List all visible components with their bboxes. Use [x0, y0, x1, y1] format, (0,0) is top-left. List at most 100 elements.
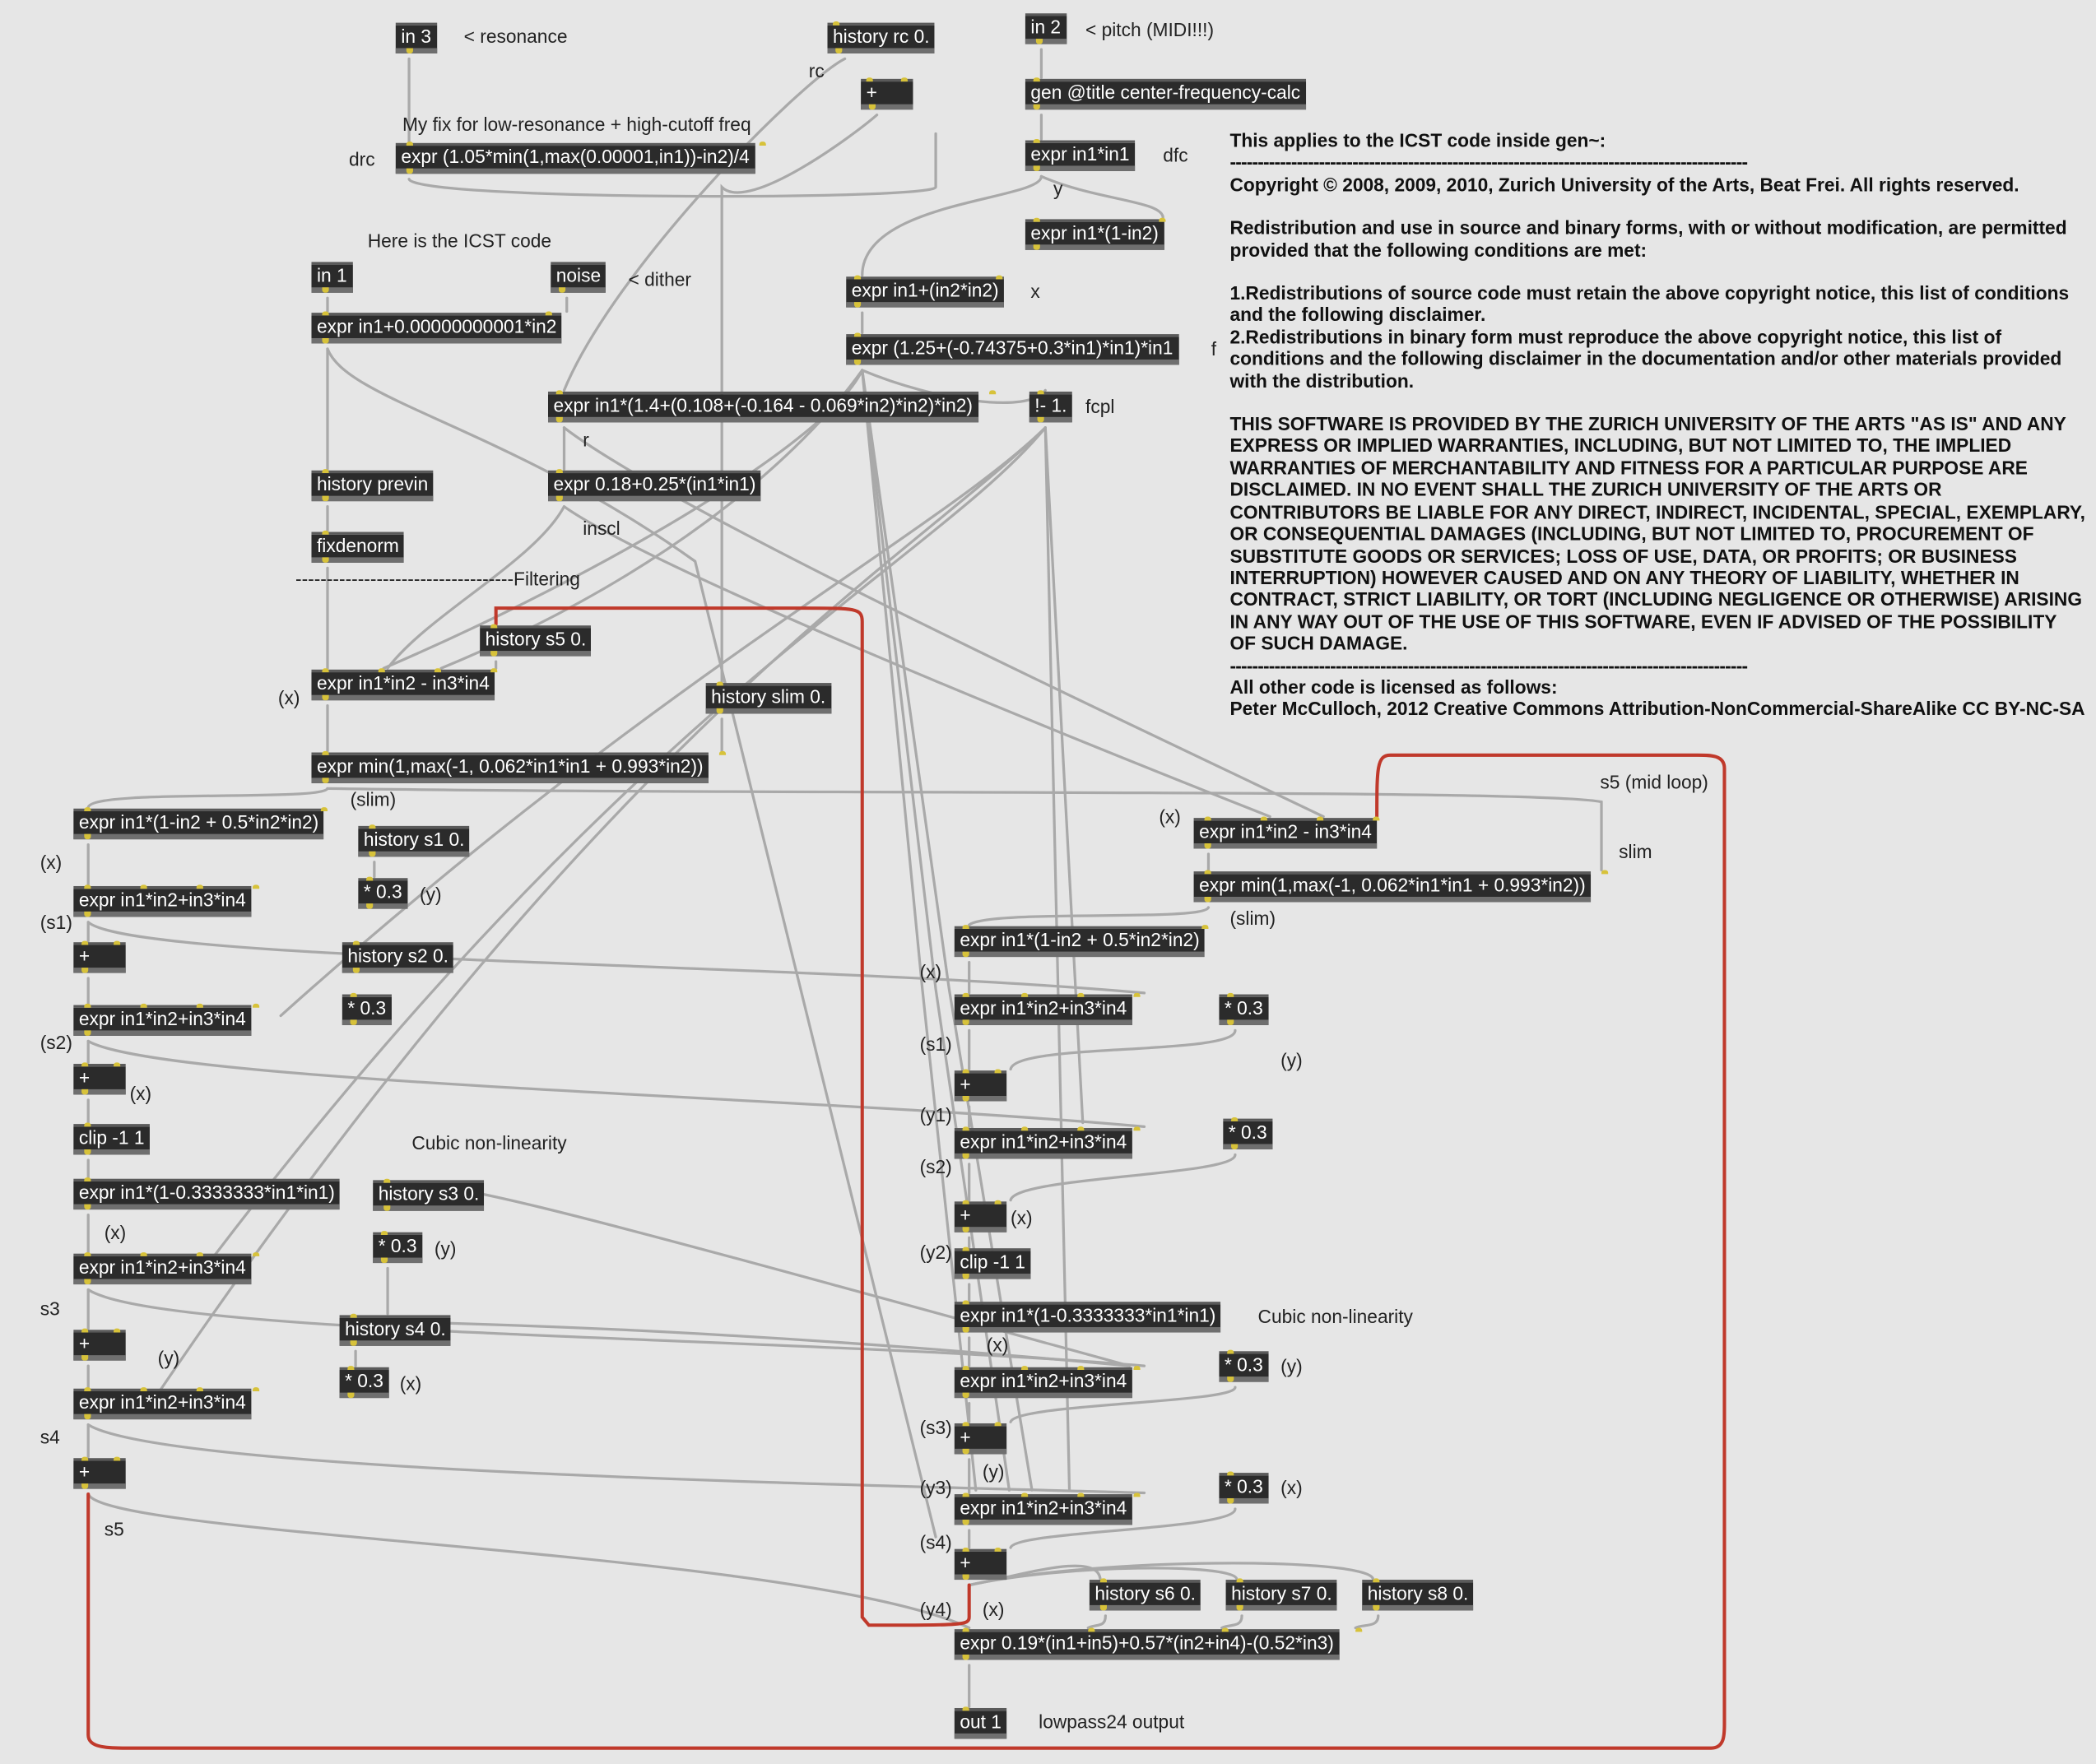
expr-filter-input-mid-object[interactable]: expr in1*in2 - in3*in4	[1193, 816, 1380, 849]
comment-r: r	[583, 429, 589, 451]
patch-cord-63	[86, 1288, 1146, 1367]
expr-f-object[interactable]: expr (1.25+(-0.74375+0.3*in1)*in1)*in1	[846, 332, 1178, 365]
plus-stage2-left-object[interactable]: +	[73, 1062, 126, 1095]
in-3-object[interactable]: in 3	[395, 22, 437, 53]
comment-icst-code: Here is the ICST code	[367, 230, 552, 252]
notice-other-code: All other code is licensed as follows:	[1229, 675, 1558, 698]
plus-rc-object[interactable]: +	[861, 77, 913, 110]
plus-stage1-left-object[interactable]: +	[73, 940, 126, 973]
mul-03-stage2-left-object[interactable]: * 0.3	[342, 992, 392, 1025]
expr-stage4-left-object[interactable]: expr in1*in2+in3*in4	[73, 1387, 260, 1420]
comment-inscl: inscl	[583, 517, 620, 539]
patch-cord-68	[1009, 1386, 1237, 1423]
expr-stage4-mid-object[interactable]: expr in1*in2+in3*in4	[954, 1492, 1141, 1525]
patch-cord-62	[86, 1039, 1146, 1128]
expr-x-object[interactable]: expr in1+(in2*in2)	[846, 275, 1005, 308]
comment-y-mid-5: (y)	[982, 1460, 1005, 1483]
patch-cord-3	[861, 174, 1043, 277]
fixdenorm-object[interactable]: fixdenorm	[311, 530, 406, 563]
plus-stage1-mid-object[interactable]: +	[954, 1069, 1007, 1102]
patch-cord-27	[407, 132, 937, 198]
history-s4-object[interactable]: history s4 0.	[339, 1313, 453, 1346]
expr-stage2-left-object[interactable]: expr in1*in2+in3*in4	[73, 1003, 260, 1036]
patch-cord-28	[562, 57, 847, 392]
feedback-cord-s5-mid	[494, 606, 971, 1627]
comment-s1-mid: (s1)	[919, 1033, 952, 1055]
patch-cord-74	[1220, 1614, 1243, 1630]
history-slim-object[interactable]: history slim 0.	[705, 681, 831, 714]
patch-cord-69	[1009, 1507, 1237, 1549]
comment-filtering: -----------------------------------Filte…	[295, 568, 580, 590]
comment-f: f	[1211, 337, 1217, 360]
history-s2-object[interactable]: history s2 0.	[342, 940, 455, 973]
expr-saturation-left-object[interactable]: expr in1*(1-in2 + 0.5*in2*in2)	[73, 807, 328, 840]
notice-separator-2: ----------------------------------------…	[1229, 654, 1748, 676]
mul-03-stage4-mid-object[interactable]: * 0.3	[1219, 1471, 1269, 1504]
history-s7-object[interactable]: history s7 0.	[1225, 1578, 1338, 1611]
plus-stage3-mid-object[interactable]: +	[954, 1422, 1007, 1455]
comment-rc: rc	[808, 60, 825, 82]
comment-pitch: < pitch (MIDI!!!)	[1085, 18, 1215, 40]
expr-stage2-mid-object[interactable]: expr in1*in2+in3*in4	[954, 1126, 1141, 1159]
in-1-object[interactable]: in 1	[311, 262, 353, 293]
mul-03-stage1-mid-object[interactable]: * 0.3	[1219, 992, 1269, 1025]
plus-stage2-mid-object[interactable]: +	[954, 1200, 1007, 1232]
expr-cubic-mid-object[interactable]: expr in1*(1-0.3333333*in1*in1)	[954, 1300, 1222, 1333]
expr-r-object[interactable]: expr in1*(1.4+(0.108+(-0.164 - 0.069*in2…	[548, 390, 997, 423]
comment-lowpass-output: lowpass24 output	[1039, 1711, 1185, 1733]
clip-left-object[interactable]: clip -1 1	[73, 1122, 151, 1155]
clip-mid-object[interactable]: clip -1 1	[954, 1246, 1031, 1279]
mul-03-stage4-left-object[interactable]: * 0.3	[339, 1366, 389, 1399]
comment-x-mid-4: (x)	[986, 1334, 1009, 1356]
plus-stage4-left-object[interactable]: +	[73, 1456, 126, 1489]
gen-center-frequency-object[interactable]: gen @title center-frequency-calc	[1025, 77, 1306, 110]
history-s1-object[interactable]: history s1 0.	[358, 824, 471, 857]
out-1-object[interactable]: out 1	[954, 1706, 1007, 1739]
notice-copyright: Copyright © 2008, 2009, 2010, Zurich Uni…	[1229, 173, 2019, 195]
history-previn-object[interactable]: history previn	[311, 469, 435, 502]
patch-cord-66	[1009, 1028, 1237, 1071]
patch-cord-20	[279, 426, 1047, 1018]
expr-stage1-left-object[interactable]: expr in1*in2+in3*in4	[73, 884, 260, 917]
in-2-object[interactable]: in 2	[1025, 13, 1067, 44]
comment-drc: drc	[348, 148, 375, 170]
history-s8-object[interactable]: history s8 0.	[1362, 1578, 1475, 1611]
notice-heading: This applies to the ICST code inside gen…	[1229, 129, 1606, 151]
fcpl-object[interactable]: !- 1.	[1029, 390, 1073, 423]
expr-filter-input-object[interactable]: expr in1*in2 - in3*in4	[311, 668, 498, 701]
expr-saturation-mid-object[interactable]: expr in1*(1-in2 + 0.5*in2*in2)	[954, 925, 1209, 958]
expr-output-mix-object[interactable]: expr 0.19*(in1+in5)+0.57*(in2+in4)-(0.52…	[954, 1627, 1363, 1660]
patch-cord-61	[86, 921, 1146, 995]
expr-cubic-left-object[interactable]: expr in1*(1-0.3333333*in1*in1)	[73, 1177, 342, 1210]
comment-s5-mid-loop: s5 (mid loop)	[1600, 771, 1708, 793]
expr-slim-left-object[interactable]: expr min(1,max(-1, 0.062*in1*in1 + 0.993…	[311, 750, 727, 783]
mul-03-stage2-mid-object[interactable]: * 0.3	[1223, 1116, 1273, 1149]
expr-drc-object[interactable]: expr (1.05*min(1,max(0.00001,in1))-in2)/…	[395, 142, 766, 174]
mul-03-stage1-left-object[interactable]: * 0.3	[358, 876, 408, 909]
comment-s3-mid: (s3)	[919, 1416, 952, 1438]
mul-03-stage3-mid-object[interactable]: * 0.3	[1219, 1349, 1269, 1382]
history-s5-object[interactable]: history s5 0.	[480, 624, 593, 657]
expr-stage3-left-object[interactable]: expr in1*in2+in3*in4	[73, 1252, 260, 1285]
history-rc-object[interactable]: history rc 0.	[827, 21, 936, 53]
expr-stage3-mid-object[interactable]: expr in1*in2+in3*in4	[954, 1366, 1141, 1399]
history-s3-object[interactable]: history s3 0.	[373, 1178, 486, 1211]
expr-dfc-object[interactable]: expr in1*in1	[1025, 138, 1136, 171]
mul-03-stage3-left-object[interactable]: * 0.3	[373, 1231, 423, 1264]
expr-slim-mid-object[interactable]: expr min(1,max(-1, 0.062*in1*in1 + 0.993…	[1193, 870, 1609, 903]
comment-resonance: < resonance	[463, 25, 568, 47]
comment-s4-mid: (s4)	[919, 1531, 952, 1553]
noise-object[interactable]: noise	[551, 262, 607, 293]
comment-y-left-4: (y)	[157, 1347, 180, 1369]
expr-dither-object[interactable]: expr in1+0.00000000001*in2	[311, 311, 563, 344]
expr-inscl-object[interactable]: expr 0.18+0.25*(in1*in1)	[548, 469, 762, 502]
comment-x-input: (x)	[277, 686, 300, 708]
expr-y-object[interactable]: expr in1*(1-in2)	[1025, 217, 1166, 250]
patch-cord-48	[968, 906, 1211, 926]
expr-stage1-mid-object[interactable]: expr in1*in2+in3*in4	[954, 992, 1141, 1025]
notice-license: Peter McCulloch, 2012 Creative Commons A…	[1229, 698, 2085, 720]
plus-stage4-mid-object[interactable]: +	[954, 1548, 1007, 1581]
history-s6-object[interactable]: history s6 0.	[1089, 1578, 1202, 1611]
plus-stage3-left-object[interactable]: +	[73, 1328, 126, 1361]
